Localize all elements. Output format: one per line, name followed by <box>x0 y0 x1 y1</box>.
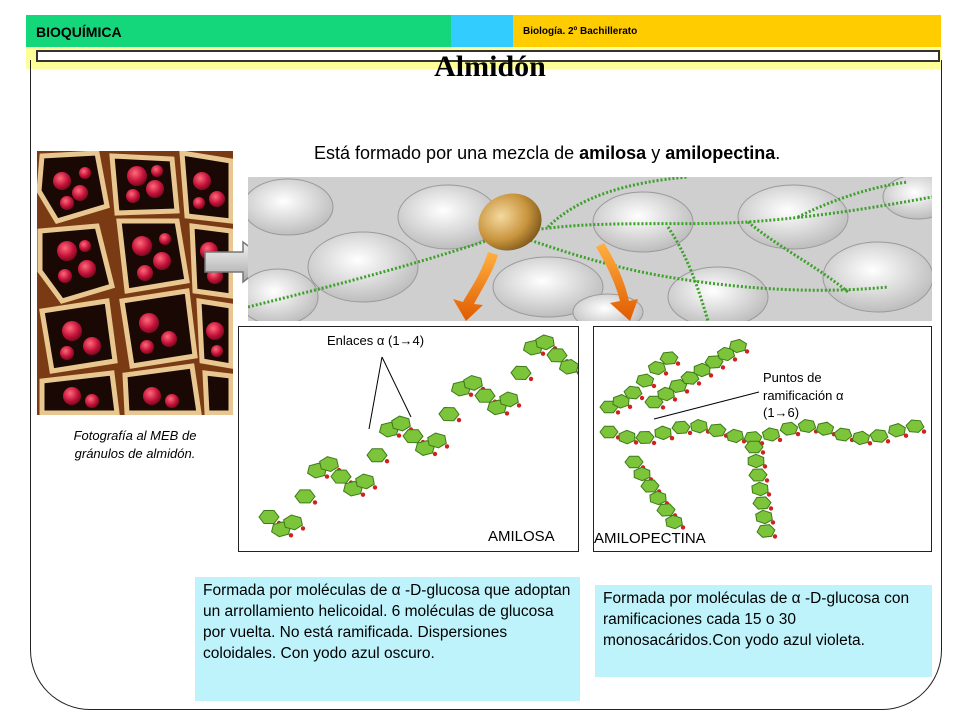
header-middle-bar <box>451 15 513 47</box>
sem-photograph <box>37 151 233 415</box>
header-course: Biología. 2º Bachillerato <box>523 26 638 37</box>
bond-label: Enlaces α (1→4) <box>327 333 425 348</box>
subtitle-suffix: . <box>775 143 781 163</box>
header-box <box>36 50 940 62</box>
starch-granule-illustration <box>248 177 932 321</box>
branch-label-line3: (1→6) <box>763 405 800 421</box>
amilosa-helix-diagram <box>258 334 578 538</box>
page-title: Almidón <box>434 50 546 83</box>
subtitle-term-amilosa: amilosa <box>579 143 647 163</box>
subtitle: Está formado por una mezcla de amilosa y… <box>314 143 780 164</box>
branch-label-line2: ramificación α <box>763 387 844 403</box>
header-left-bar: BIOQUÍMICA <box>26 15 451 47</box>
amilosa-label: AMILOSA <box>488 528 555 545</box>
amilopectina-panel: Puntos de ramificación α (1→6) AMILOPECT… <box>593 326 932 552</box>
subtitle-term-amilopectina: amilopectina <box>665 143 776 163</box>
slide-frame <box>30 60 942 710</box>
amilosa-panel: Enlaces α (1→4) AMILOSA <box>238 326 579 552</box>
amilosa-description: Formada por moléculas de α -D-glucosa qu… <box>195 577 580 701</box>
amilopectina-description: Formada por moléculas de α -D-glucosa co… <box>595 585 932 677</box>
subtitle-middle: y <box>646 143 666 163</box>
header-subject: BIOQUÍMICA <box>36 24 122 40</box>
branch-label-line1: Puntos de <box>763 370 822 385</box>
branch-points-label: Puntos de ramificación α (1→6) <box>763 369 843 422</box>
amilopectina-branched-diagram <box>599 338 927 539</box>
photo-caption: Fotografía al MEB de gránulos de almidón… <box>73 428 197 461</box>
orange-arrow-icon <box>453 252 498 321</box>
subtitle-prefix: Está formado por una mezcla de <box>314 143 580 163</box>
header-right-bar: Biología. 2º Bachillerato <box>513 15 941 47</box>
amilopectina-label: AMILOPECTINA <box>594 530 706 547</box>
